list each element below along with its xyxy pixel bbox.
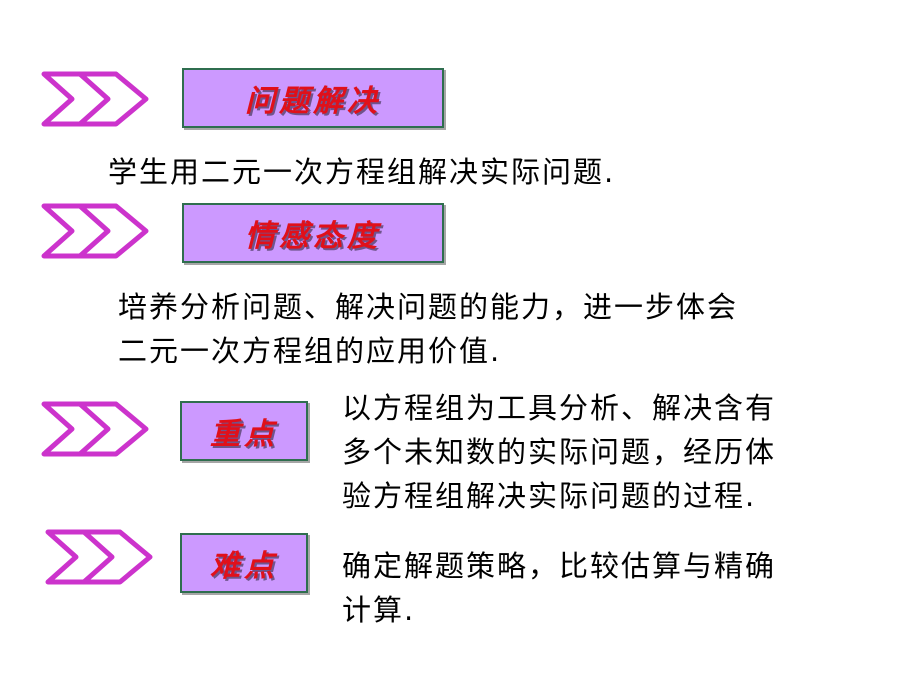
double-chevron-arrow-icon <box>41 71 149 127</box>
attitude-line-2: 二元一次方程组的应用价值. <box>118 334 502 368</box>
problem-solving-text: 学生用二元一次方程组解决实际问题. <box>108 150 615 194</box>
difficulty-text: 确定解题策略，比较估算与精确 计算. <box>342 544 776 632</box>
double-chevron-arrow-icon <box>41 401 149 457</box>
double-chevron-arrow-icon <box>45 529 153 585</box>
difficulty-label: 难点 <box>210 549 278 584</box>
problem-solving-line: 学生用二元一次方程组解决实际问题. <box>108 155 616 189</box>
attitude-line-1: 培养分析问题、解决问题的能力，进一步体会 <box>118 290 739 324</box>
key-point-text: 以方程组为工具分析、解决含有 多个未知数的实际问题，经历体 验方程组解决实际问题… <box>342 386 776 518</box>
difficulty-line-1: 确定解题策略，比较估算与精确 <box>342 549 777 583</box>
double-chevron-arrow-icon <box>41 203 149 259</box>
key-point-line-3: 验方程组解决实际问题的过程. <box>342 479 757 513</box>
problem-solving-label-box: 问题解决 <box>182 68 444 128</box>
attitude-label: 情感态度 <box>245 219 381 254</box>
key-point-label: 重点 <box>210 417 278 452</box>
difficulty-label-box: 难点 <box>180 533 308 593</box>
attitude-text: 培养分析问题、解决问题的能力，进一步体会 二元一次方程组的应用价值. <box>118 285 738 373</box>
key-point-line-2: 多个未知数的实际问题，经历体 <box>342 435 777 469</box>
attitude-label-box: 情感态度 <box>182 203 444 263</box>
problem-solving-label: 问题解决 <box>245 84 381 119</box>
difficulty-line-2: 计算. <box>342 593 416 627</box>
key-point-label-box: 重点 <box>180 401 308 461</box>
key-point-line-1: 以方程组为工具分析、解决含有 <box>342 391 777 425</box>
